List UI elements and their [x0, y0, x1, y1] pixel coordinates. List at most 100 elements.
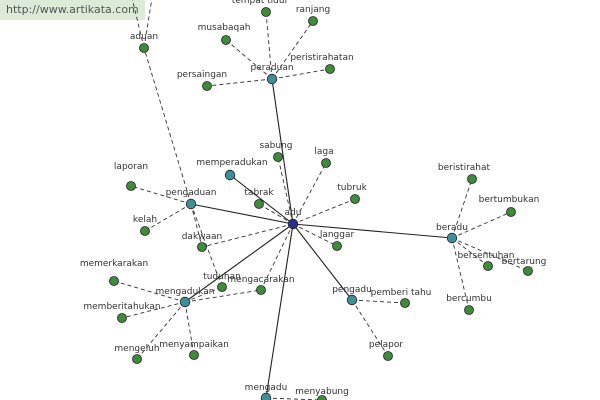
- node-menyabung[interactable]: [317, 395, 327, 400]
- node-label-mengacarakan: mengacarakan: [227, 275, 294, 285]
- node-bertarung[interactable]: [523, 266, 533, 276]
- node-pelapor[interactable]: [383, 351, 393, 361]
- edge-adu-pengaduan: [190, 203, 294, 225]
- node-label-ranjang: ranjang: [296, 5, 330, 15]
- edge-mengadu-menyabung: [265, 397, 323, 400]
- edge-pengaduan-kelah: [144, 203, 192, 232]
- edge-pengaduan-aduan: [143, 47, 192, 205]
- node-label-mengadu: mengadu: [245, 383, 288, 393]
- node-aduan[interactable]: [139, 43, 149, 53]
- edge-pengadu-pemberi_tahu: [351, 299, 406, 304]
- edge-adu-mengadu: [265, 223, 294, 399]
- node-label-laporan: laporan: [114, 162, 148, 172]
- node-bertumbukan[interactable]: [506, 207, 516, 217]
- edge-pengaduan-laporan: [130, 185, 192, 205]
- node-mengeluh[interactable]: [132, 354, 142, 364]
- node-bercumbu[interactable]: [464, 305, 474, 315]
- node-label-aduan: aduan: [130, 32, 158, 42]
- edge-adu-mengacarakan: [260, 223, 294, 291]
- node-adu[interactable]: [287, 218, 299, 230]
- node-label-peristirahatan: peristirahatan: [290, 53, 353, 63]
- edge-mengadukan-memberitahukan: [121, 301, 186, 319]
- node-label-dakwaan: dakwaan: [182, 232, 223, 242]
- node-memerkarakan[interactable]: [109, 276, 119, 286]
- node-label-beradu: beradu: [436, 223, 468, 233]
- edge-offscreen-0: [143, 0, 153, 49]
- node-tempat_tidur[interactable]: [261, 7, 271, 17]
- node-label-peraduan: peraduan: [250, 63, 293, 73]
- edge-adu-dakwaan: [201, 223, 294, 248]
- site-watermark[interactable]: http://www.artikata.com: [0, 0, 145, 20]
- node-label-musabaqah: musabaqah: [198, 23, 251, 33]
- edges-layer: [113, 0, 529, 400]
- node-memberitahukan[interactable]: [117, 313, 127, 323]
- node-laporan[interactable]: [126, 181, 136, 191]
- node-mengadukan[interactable]: [179, 296, 191, 308]
- node-label-beristirahat: beristirahat: [438, 163, 491, 173]
- node-tuduhan[interactable]: [217, 282, 227, 292]
- edge-mengadukan-mengacarakan: [184, 289, 262, 303]
- node-menyampaikan[interactable]: [189, 350, 199, 360]
- node-beradu[interactable]: [446, 232, 458, 244]
- node-mengadu[interactable]: [260, 392, 272, 400]
- node-peristirahatan[interactable]: [325, 64, 335, 74]
- node-label-tubruk: tubruk: [337, 183, 367, 193]
- node-label-menyampaikan: menyampaikan: [159, 340, 229, 350]
- edge-beradu-beristirahat: [451, 178, 473, 239]
- node-langgar[interactable]: [332, 241, 342, 251]
- node-label-sabung: sabung: [259, 141, 292, 151]
- node-sabung[interactable]: [273, 152, 283, 162]
- node-beristirahat[interactable]: [467, 174, 477, 184]
- nodes-layer: [109, 7, 533, 400]
- node-dakwaan[interactable]: [197, 242, 207, 252]
- edge-pengaduan-dakwaan: [190, 203, 203, 248]
- node-mengacarakan[interactable]: [256, 285, 266, 295]
- edge-peraduan-tempat_tidur: [265, 11, 273, 80]
- node-kelah[interactable]: [140, 226, 150, 236]
- edge-adu-pengadu: [292, 223, 353, 301]
- node-tabrak[interactable]: [254, 199, 264, 209]
- node-label-bersentuhan: bersentuhan: [457, 251, 514, 261]
- node-label-bertarung: bertarung: [502, 257, 547, 267]
- node-label-memperadukan: memperadukan: [196, 158, 267, 168]
- node-label-laga: laga: [314, 147, 333, 157]
- node-label-pengaduan: pengaduan: [166, 188, 217, 198]
- node-label-kelah: kelah: [133, 215, 157, 225]
- edge-mengadukan-memerkarakan: [113, 280, 186, 303]
- edge-mengadukan-mengeluh: [136, 301, 186, 360]
- node-persaingan[interactable]: [202, 81, 212, 91]
- node-musabaqah[interactable]: [221, 35, 231, 45]
- edge-adu-tubruk: [292, 198, 356, 225]
- node-label-bercumbu: bercumbu: [446, 294, 492, 304]
- node-label-mengadukan: mengadukan: [156, 287, 215, 297]
- node-tubruk[interactable]: [350, 194, 360, 204]
- edge-adu-sabung: [277, 156, 294, 225]
- node-label-tabrak: tabrak: [244, 188, 274, 198]
- node-label-pemberi_tahu: pemberi tahu: [371, 288, 432, 298]
- node-peraduan[interactable]: [266, 73, 278, 85]
- edge-adu-langgar: [292, 223, 338, 247]
- node-pengaduan[interactable]: [185, 198, 197, 210]
- edge-peraduan-ranjang: [271, 20, 314, 80]
- edge-beradu-bercumbu: [451, 237, 470, 311]
- node-label-memerkarakan: memerkarakan: [80, 259, 148, 269]
- edge-mengadukan-menyampaikan: [184, 301, 195, 356]
- node-bersentuhan[interactable]: [483, 261, 493, 271]
- node-label-mengeluh: mengeluh: [114, 344, 159, 354]
- node-memperadukan[interactable]: [224, 169, 236, 181]
- node-ranjang[interactable]: [308, 16, 318, 26]
- node-label-menyabung: menyabung: [295, 387, 349, 397]
- node-label-memberitahukan: memberitahukan: [83, 302, 160, 312]
- node-label-pengadu: pengadu: [332, 285, 372, 295]
- edge-peraduan-peristirahatan: [271, 68, 331, 80]
- edge-beradu-bersentuhan: [451, 237, 489, 267]
- node-pengadu[interactable]: [346, 294, 358, 306]
- node-laga[interactable]: [321, 158, 331, 168]
- edge-peraduan-persaingan: [206, 78, 273, 87]
- node-label-adu: adu: [285, 208, 302, 218]
- labels-layer: adu peraduan pengaduan beradu mengadukan peng…: [80, 0, 547, 397]
- node-label-bertumbukan: bertumbukan: [479, 195, 540, 205]
- edge-offscreen-1: [132, 0, 145, 49]
- node-pemberi_tahu[interactable]: [400, 298, 410, 308]
